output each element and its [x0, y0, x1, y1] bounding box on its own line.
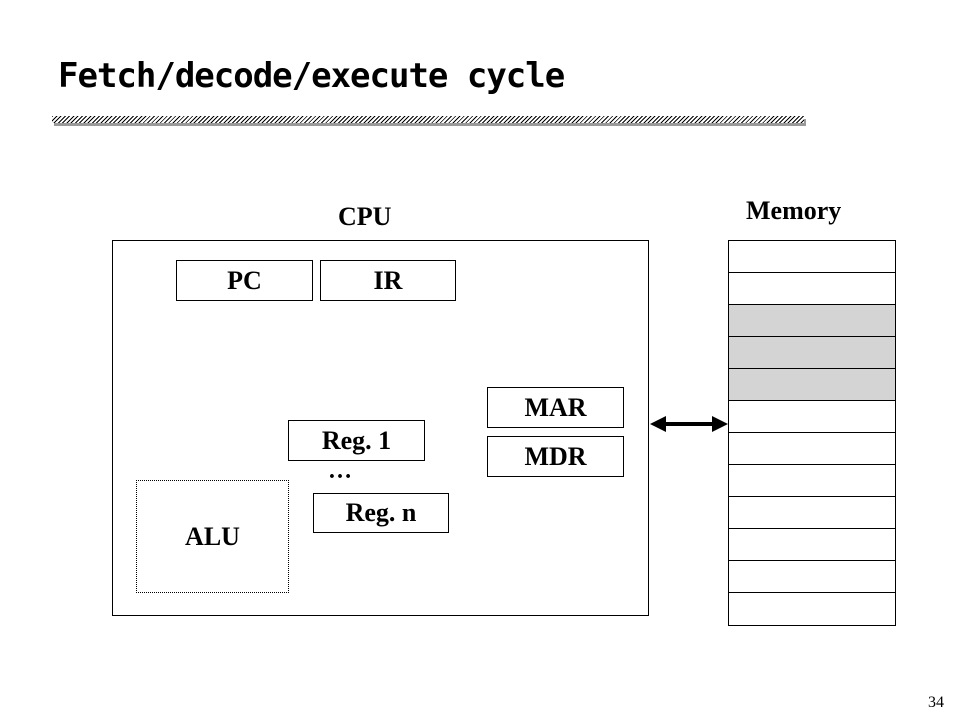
bidirectional-arrow: [650, 416, 728, 432]
mar-register: MAR: [487, 387, 624, 428]
memory-cell: [729, 337, 895, 369]
memory-block: [728, 240, 896, 626]
memory-cell: [729, 593, 895, 625]
cpu-box: [112, 240, 649, 616]
ir-register: IR: [320, 260, 456, 301]
memory-label: Memory: [746, 196, 842, 225]
reg-n: Reg. n: [313, 493, 449, 533]
mdr-register: MDR: [487, 436, 624, 477]
register-ellipsis: …: [328, 458, 352, 484]
memory-cell: [729, 305, 895, 337]
pc-register: PC: [176, 260, 313, 301]
memory-cell: [729, 433, 895, 465]
memory-cell: [729, 497, 895, 529]
slide-title: Fetch/decode/execute cycle: [58, 56, 565, 96]
page-number: 34: [928, 694, 944, 711]
memory-cell: [729, 465, 895, 497]
memory-cell: [729, 401, 895, 433]
reg-1: Reg. 1: [288, 420, 425, 461]
cpu-label: CPU: [338, 202, 392, 231]
memory-cell: [729, 273, 895, 305]
memory-cell: [729, 241, 895, 273]
memory-cell: [729, 529, 895, 561]
title-underline: [52, 116, 804, 123]
memory-cell: [729, 369, 895, 401]
memory-cell: [729, 561, 895, 593]
alu-box: ALU: [136, 480, 289, 593]
